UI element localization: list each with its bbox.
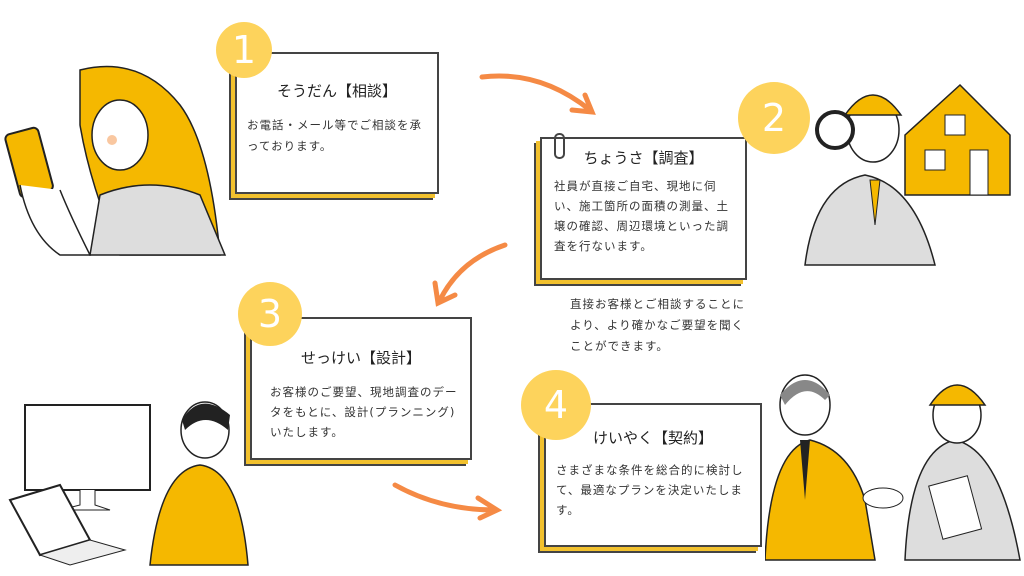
step-4-title: けいやく【契約】 (592, 429, 713, 447)
step-3-body: お客様のご要望、現地調査のデータをもとに、設計(プランニング)いたします。 (270, 385, 458, 439)
designer-computer-illustration (8, 401, 249, 566)
step-3-number-badge: 3 (238, 282, 302, 346)
arrow-1-to-2 (479, 73, 596, 115)
step-2-body: 社員が直接ご自宅、現地に伺い、施工箇所の面積の測量、土壌の確認、周辺環境といった… (554, 179, 729, 253)
step-2-title: ちょうさ【調査】 (583, 149, 704, 167)
step-2-card: ちょうさ【調査】 社員が直接ご自宅、現地に伺い、施工箇所の面積の測量、土壌の確認… (540, 133, 747, 280)
arrow-3-to-4 (392, 482, 503, 521)
step-4-card: けいやく【契約】 さまざまな条件を総合的に検討して、最適なプランを決定いたします… (544, 403, 762, 547)
step-2-number-badge: 2 (738, 82, 810, 154)
step-1-body: お電話・メール等でご相談を承っております。 (247, 118, 422, 153)
step-4-number-badge: 4 (521, 370, 591, 440)
step-1-number-badge: 1 (216, 22, 272, 78)
handshake-illustration (765, 374, 1021, 561)
step-1-card: そうだん【相談】 お電話・メール等でご相談を承っております。 (235, 52, 439, 194)
step-1-title: そうだん【相談】 (276, 82, 397, 100)
step-2-note: 直接お客様とご相談することにより、より確かなご要望を聞くことができます。 (570, 297, 745, 353)
inspector-house-illustration (804, 83, 1011, 266)
paperclip-icon (554, 133, 565, 159)
step-4-body: さまざまな条件を総合的に検討して、最適なプランを決定いたします。 (556, 463, 744, 517)
step-3-title: せっけい【設計】 (300, 349, 421, 367)
woman-phone-illustration (4, 65, 227, 256)
arrow-2-to-3 (432, 242, 508, 307)
